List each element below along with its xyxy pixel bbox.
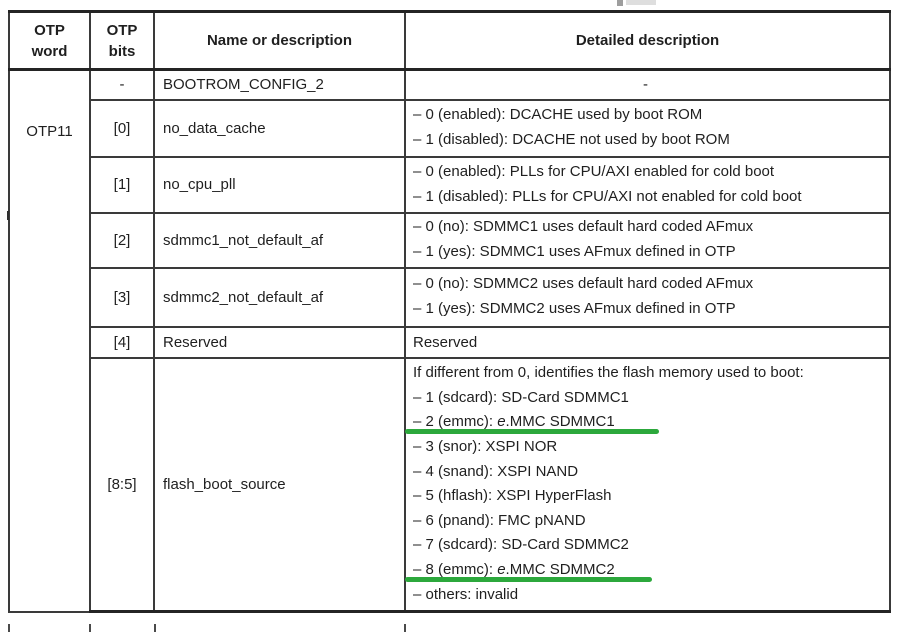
header-otp-bits: OTP bits bbox=[89, 10, 155, 71]
description-line: – 0 (no): SDMMC2 uses default hard coded… bbox=[413, 275, 754, 293]
description-text: – 2 (emmc): bbox=[413, 413, 498, 431]
italic-e: e bbox=[497, 413, 506, 431]
cell-description: - bbox=[404, 68, 891, 101]
header-row: OTP word OTP bits Name or description De… bbox=[8, 10, 891, 71]
description-line: – 1 (yes): SDMMC2 uses AFmux defined in … bbox=[413, 300, 736, 317]
description-line-emmc1: – 2 (emmc): e.MMC SDMMC1 bbox=[405, 410, 885, 435]
cell-otp-bits: [1] bbox=[89, 155, 155, 214]
description-text: .MMC SDMMC2 bbox=[505, 561, 615, 579]
green-underline-annotation bbox=[405, 429, 659, 435]
table-continuation-stub bbox=[404, 624, 406, 632]
table-row: [2] sdmmc1_not_default_af – 0 (no): SDMM… bbox=[9, 211, 891, 269]
header-otp-word: OTP word bbox=[8, 10, 91, 71]
cell-description: – 0 (enabled): PLLs for CPU/AXI enabled … bbox=[404, 155, 891, 214]
description-line: – 0 (no): SDMMC1 uses default hard coded… bbox=[413, 218, 754, 236]
italic-e: e bbox=[497, 561, 506, 579]
description-line-emmc2: – 8 (emmc): e.MMC SDMMC2 bbox=[405, 558, 885, 583]
cell-name: no_data_cache bbox=[153, 98, 406, 158]
description-line: If different from 0, identifies the flas… bbox=[413, 364, 804, 382]
cell-name: flash_boot_source bbox=[153, 356, 406, 613]
description-line: – 1 (sdcard): SD-Card SDMMC1 bbox=[413, 388, 629, 406]
description-line: – 1 (yes): SDMMC1 uses AFmux defined in … bbox=[413, 243, 736, 260]
table-row: [0] no_data_cache – 0 (enabled): DCACHE … bbox=[9, 98, 891, 158]
table-continuation-stub bbox=[89, 624, 91, 632]
table-row: [4] Reserved Reserved bbox=[9, 325, 891, 359]
cell-description: Reserved bbox=[404, 325, 891, 359]
description-line: – others: invalid bbox=[413, 585, 519, 603]
cell-description: – 0 (no): SDMMC1 uses default hard coded… bbox=[404, 211, 891, 269]
cell-otp-word: OTP11 bbox=[8, 68, 91, 613]
description-line: – 3 (snor): XSPI NOR bbox=[413, 438, 558, 456]
cropped-text-artifact bbox=[626, 0, 656, 5]
cell-name: no_cpu_pll bbox=[153, 155, 406, 214]
description-text: .MMC SDMMC1 bbox=[505, 413, 615, 431]
green-underline-annotation bbox=[405, 576, 652, 582]
cell-otp-bits: [8:5] bbox=[89, 356, 155, 613]
description-line: – 0 (enabled): PLLs for CPU/AXI enabled … bbox=[413, 162, 775, 180]
table-row: [1] no_cpu_pll – 0 (enabled): PLLs for C… bbox=[9, 155, 891, 214]
cell-otp-bits: - bbox=[89, 68, 155, 101]
description-line: – 6 (pnand): FMC pNAND bbox=[413, 511, 586, 529]
border-joint-tick bbox=[7, 211, 9, 220]
table-row: [3] sdmmc2_not_default_af – 0 (no): SDMM… bbox=[9, 266, 891, 328]
table-row: OTP11 - BOOTROM_CONFIG_2 - bbox=[8, 68, 891, 613]
cropped-text-artifact bbox=[617, 0, 623, 6]
description-line: – 1 (disabled): PLLs for CPU/AXI not ena… bbox=[413, 187, 802, 205]
description-line: – 0 (enabled): DCACHE used by boot ROM bbox=[413, 106, 703, 124]
header-detailed-description: Detailed description bbox=[404, 10, 891, 71]
table-continuation-stub bbox=[154, 624, 156, 632]
cell-otp-bits: [3] bbox=[89, 266, 155, 328]
description-line: – 4 (snand): XSPI NAND bbox=[413, 462, 579, 480]
cell-description: – 0 (no): SDMMC2 uses default hard coded… bbox=[404, 266, 891, 328]
cell-name: sdmmc2_not_default_af bbox=[153, 266, 406, 328]
cell-otp-bits: [2] bbox=[89, 211, 155, 269]
description-text: – 8 (emmc): bbox=[413, 561, 498, 579]
cell-name: Reserved bbox=[153, 325, 406, 359]
header-name-description: Name or description bbox=[153, 10, 406, 71]
table-row: [8:5] flash_boot_source If different fro… bbox=[9, 356, 891, 613]
cell-description: – 0 (enabled): DCACHE used by boot ROM –… bbox=[404, 98, 891, 158]
otp-word-label: OTP11 bbox=[26, 123, 73, 140]
cell-name: BOOTROM_CONFIG_2 bbox=[153, 68, 406, 101]
cell-description: If different from 0, identifies the flas… bbox=[404, 356, 891, 613]
table-continuation-stub bbox=[8, 624, 10, 632]
otp-config-table: OTP word OTP bits Name or description De… bbox=[8, 10, 891, 613]
cell-otp-bits: [0] bbox=[89, 98, 155, 158]
cell-otp-bits: [4] bbox=[89, 325, 155, 359]
description-line: – 7 (sdcard): SD-Card SDMMC2 bbox=[413, 536, 629, 554]
description-line: – 5 (hflash): XSPI HyperFlash bbox=[413, 487, 612, 505]
description-line: – 1 (disabled): DCACHE not used by boot … bbox=[413, 131, 730, 148]
cell-name: sdmmc1_not_default_af bbox=[153, 211, 406, 269]
